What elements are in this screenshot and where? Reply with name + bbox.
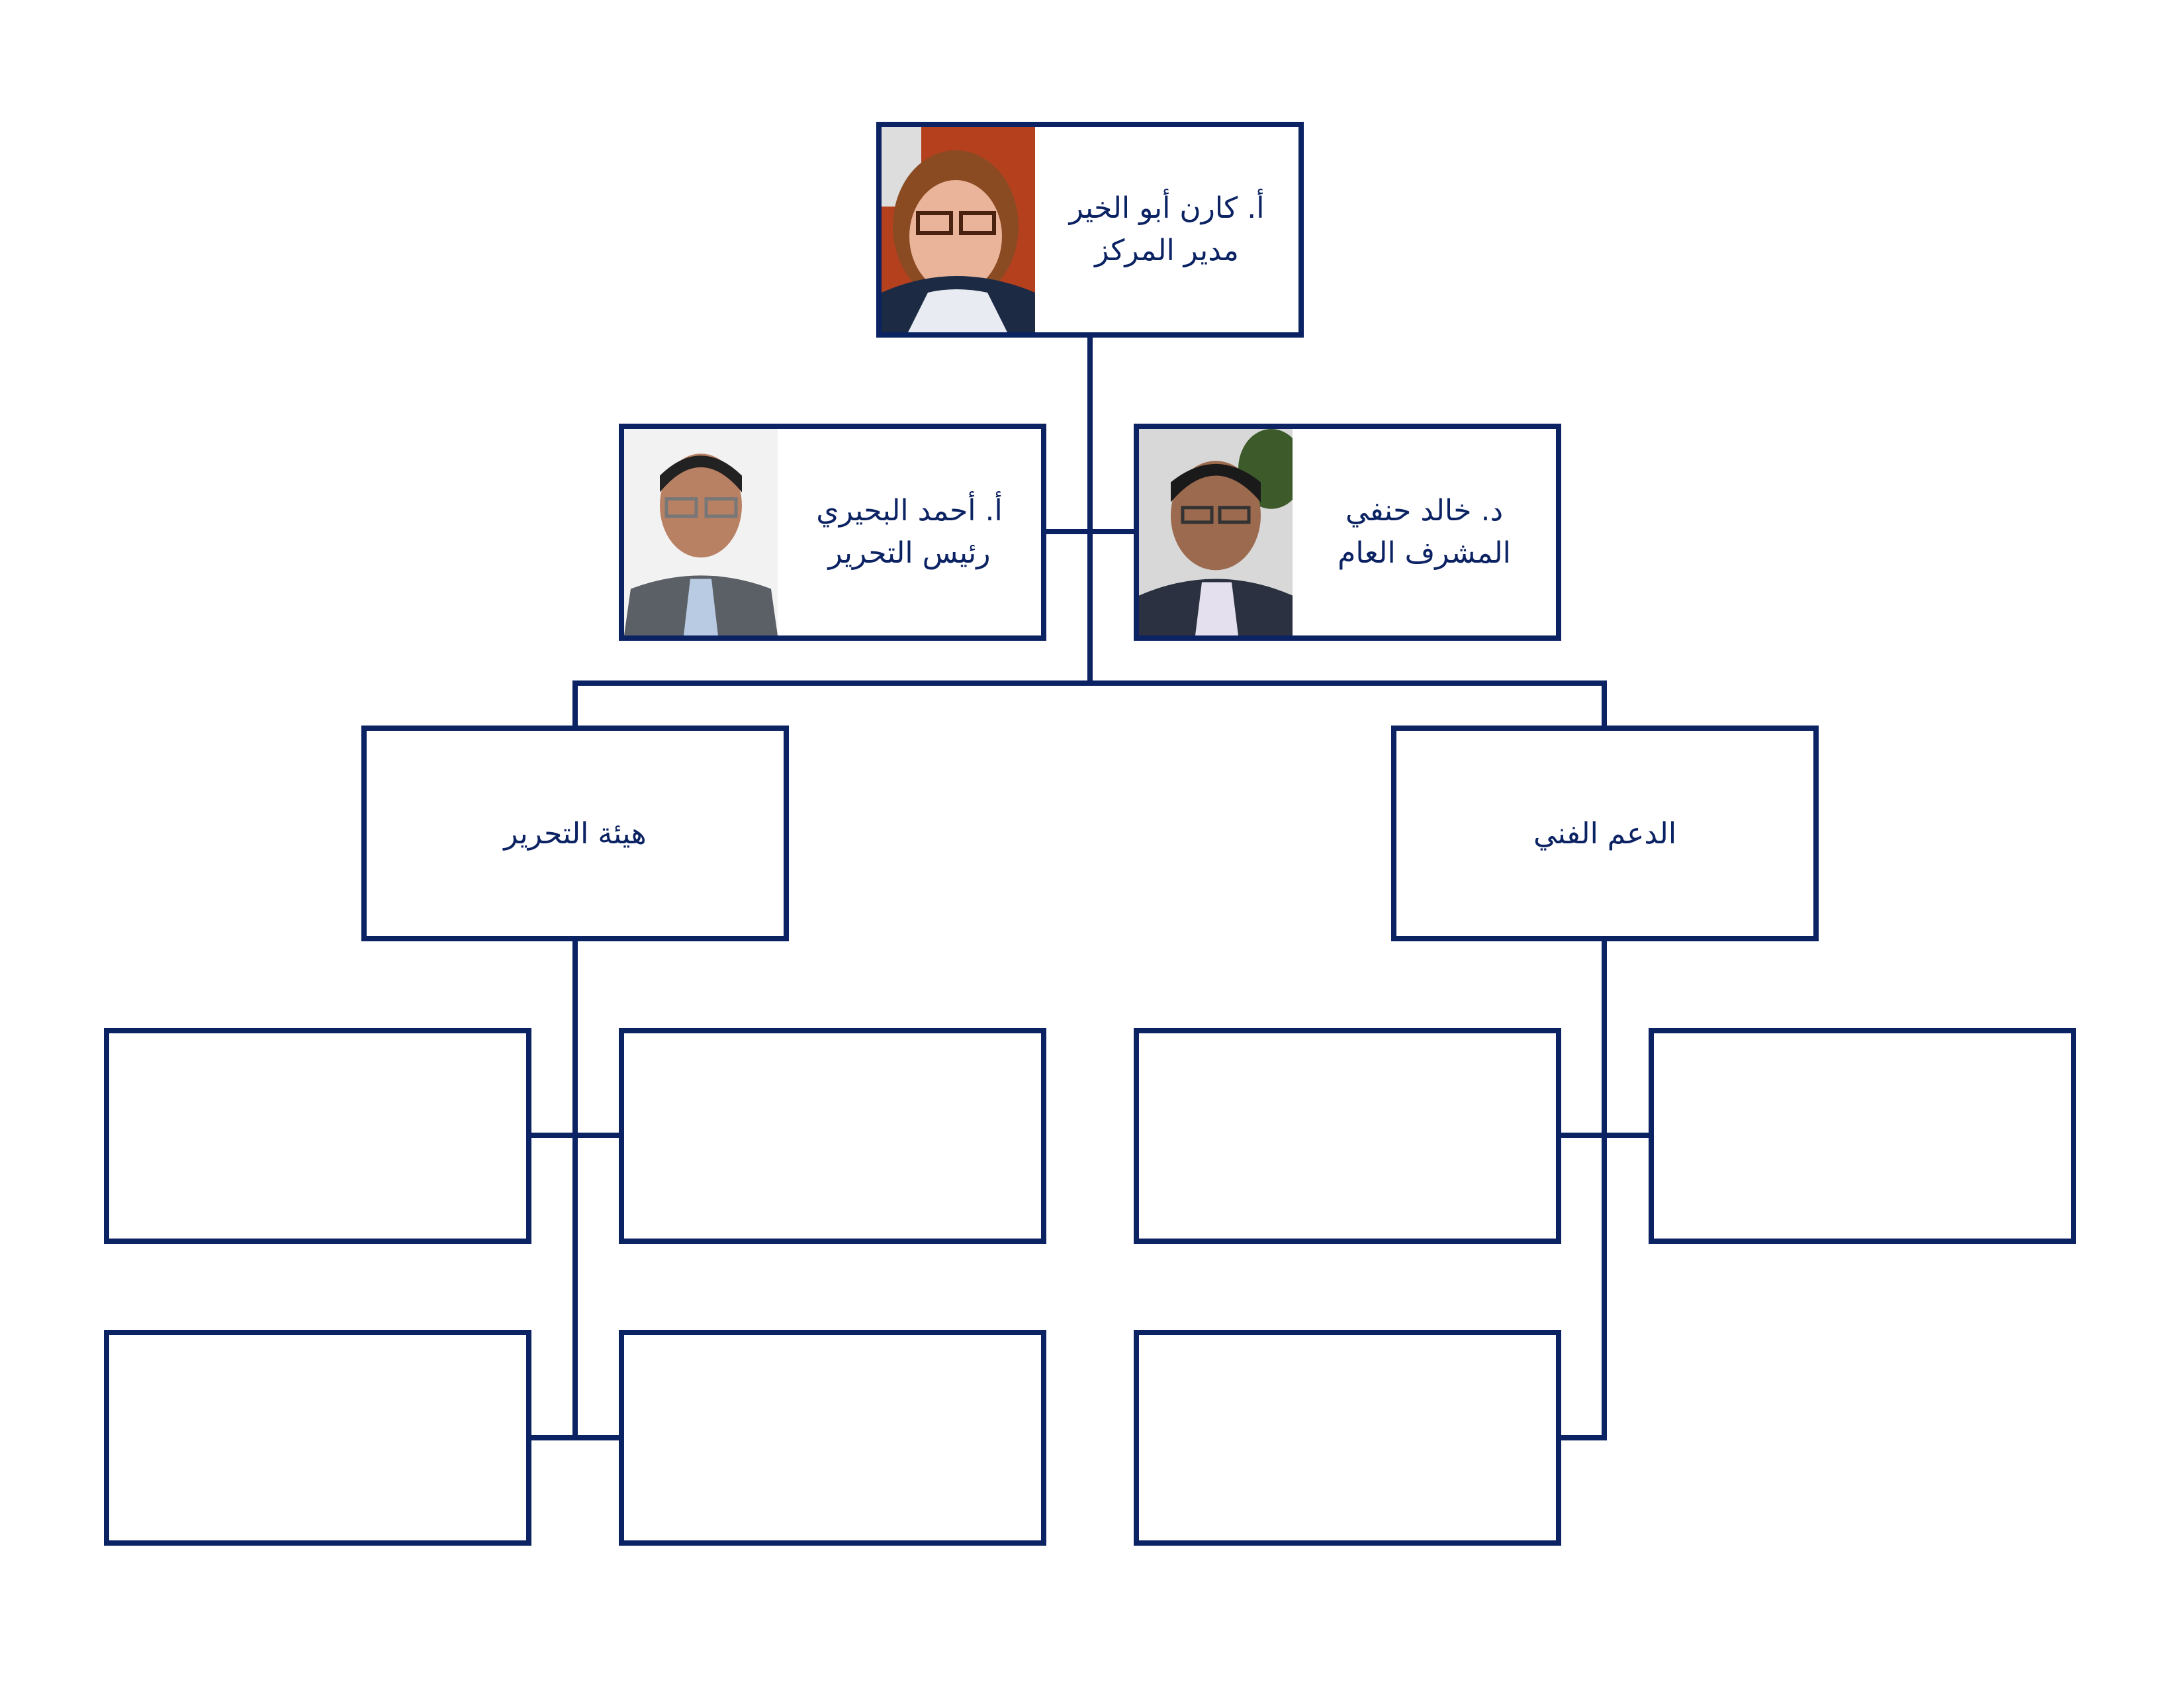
- technical-support-label: الدعم الفني: [1533, 816, 1677, 851]
- empty-member-box: [104, 1330, 531, 1546]
- connector-line: [1561, 1133, 1649, 1138]
- editor-in-chief-photo: [624, 429, 778, 635]
- director-photo: [882, 127, 1035, 332]
- editorial-board-label: هيئة التحرير: [504, 816, 647, 851]
- connector-line: [1602, 680, 1607, 728]
- empty-member-box: [619, 1330, 1046, 1546]
- connector-line: [531, 1133, 619, 1138]
- connector-line: [1087, 336, 1093, 686]
- director-role: مدير المركز: [1095, 234, 1239, 267]
- connector-line: [572, 680, 578, 728]
- general-supervisor-card: د. خالد حنفي المشرف العام: [1134, 424, 1561, 641]
- editorial-board-card: هيئة التحرير: [361, 726, 789, 941]
- general-supervisor-role: المشرف العام: [1338, 536, 1511, 570]
- general-supervisor-name: د. خالد حنفي: [1345, 494, 1504, 528]
- connector-line: [572, 680, 1607, 686]
- connector-line: [531, 1435, 619, 1440]
- editor-in-chief-name: أ. أحمد البحيري: [816, 494, 1003, 528]
- editor-in-chief-card: أ. أحمد البحيري رئيس التحرير: [619, 424, 1046, 641]
- empty-member-box: [1649, 1028, 2076, 1244]
- general-supervisor-photo: [1139, 429, 1293, 635]
- connector-line: [1046, 529, 1134, 534]
- connector-line: [1602, 939, 1607, 1440]
- empty-member-box: [1134, 1330, 1561, 1546]
- editor-in-chief-role: رئيس التحرير: [828, 536, 991, 570]
- empty-member-box: [619, 1028, 1046, 1244]
- empty-member-box: [1134, 1028, 1561, 1244]
- connector-line: [1561, 1435, 1607, 1440]
- empty-member-box: [104, 1028, 531, 1244]
- director-name: أ. كارن أبو الخير: [1069, 191, 1265, 225]
- director-card: أ. كارن أبو الخير مدير المركز: [876, 122, 1304, 338]
- connector-line: [572, 939, 578, 1440]
- technical-support-card: الدعم الفني: [1391, 726, 1819, 941]
